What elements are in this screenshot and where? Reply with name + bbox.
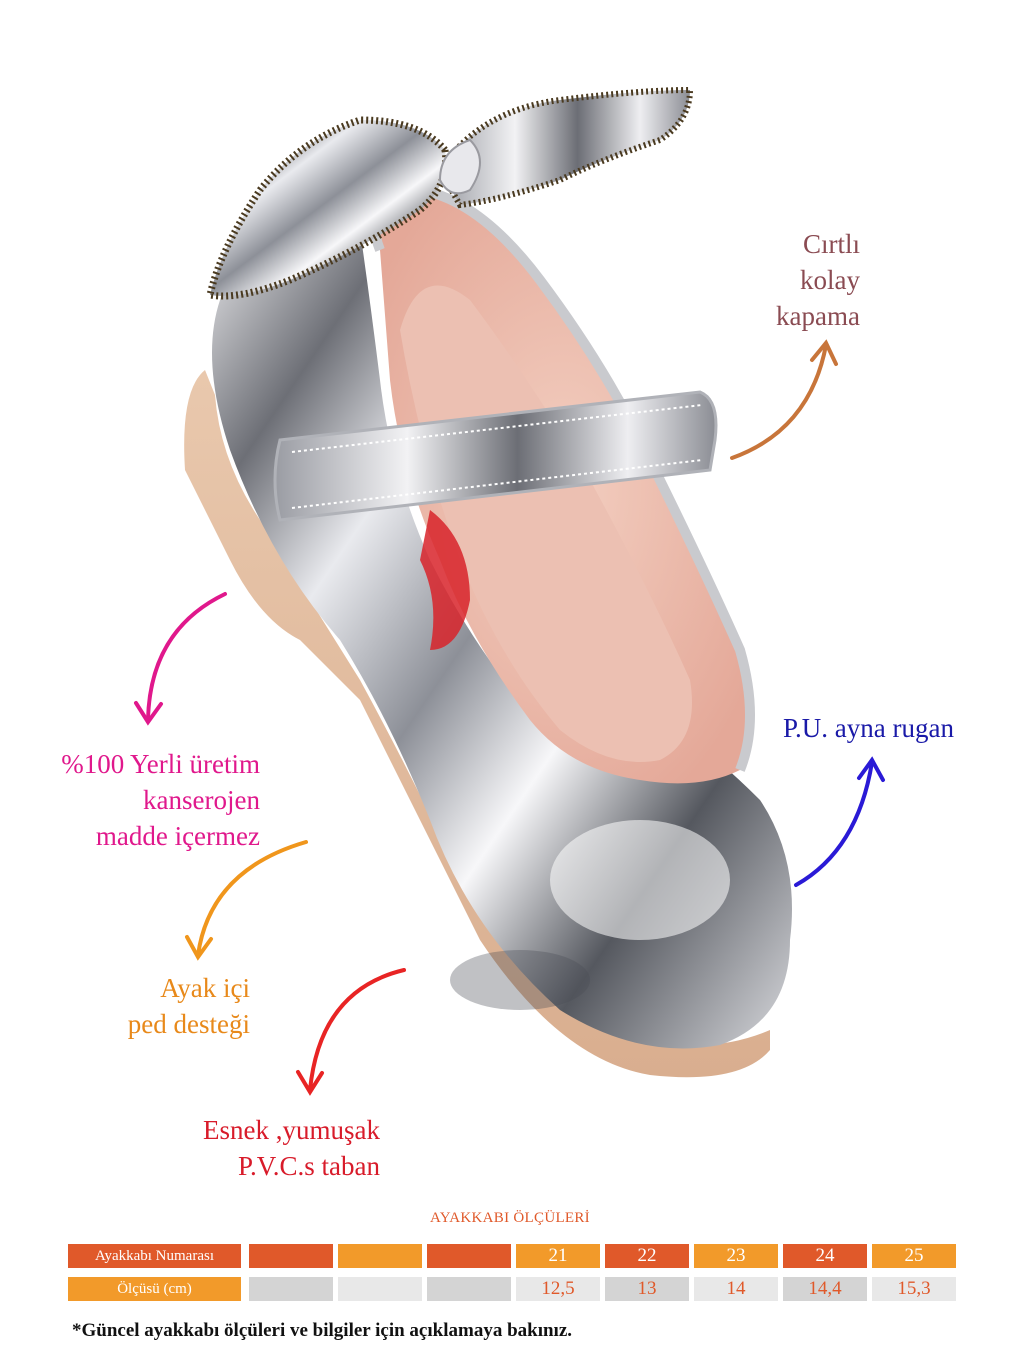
size-number-cell: 22 — [605, 1244, 689, 1268]
size-measure-cell — [249, 1277, 333, 1301]
callout-arrows — [134, 339, 885, 1096]
size-number-cell — [338, 1244, 422, 1268]
callout-line: kanserojen — [143, 785, 260, 815]
size-measure-cell: 14 — [694, 1277, 778, 1301]
size-number-cell — [249, 1244, 333, 1268]
callout-line: Ayak içi — [160, 973, 250, 1003]
insole-support-callout: Ayak içi ped desteği — [60, 970, 250, 1042]
callout-line: madde içermez — [95, 821, 260, 851]
size-measure-cell: 15,3 — [872, 1277, 956, 1301]
velcro-arrow — [730, 339, 838, 460]
size-number-label: Ayakkabı Numarası — [68, 1244, 241, 1268]
callout-line: Esnek ,yumuşak — [203, 1115, 380, 1145]
size-measure-label: Ölçüsü (cm) — [68, 1277, 241, 1301]
callout-line: P.V.C.s taban — [237, 1151, 380, 1181]
callout-line: Cırtlı — [802, 229, 860, 259]
callout-line: P.U. ayna rugan — [783, 713, 954, 743]
size-measure-cell — [338, 1277, 422, 1301]
local-production-arrow — [134, 592, 227, 726]
size-number-cell — [427, 1244, 511, 1268]
size-number-cell: 23 — [694, 1244, 778, 1268]
velcro-closure-callout: Cırtlı kolay kapama — [700, 226, 860, 334]
callout-line: ped desteği — [127, 1009, 250, 1039]
sole-callout: Esnek ,yumuşak P.V.C.s taban — [130, 1112, 380, 1184]
size-measure-cell — [427, 1277, 511, 1301]
local-production-callout: %100 Yerli üretim kanserojen madde içerm… — [20, 746, 260, 854]
material-arrow — [794, 756, 885, 887]
size-number-cell: 24 — [783, 1244, 867, 1268]
insole-arrow — [185, 840, 308, 961]
size-number-cell: 21 — [516, 1244, 600, 1268]
size-table-title: AYAKKABI ÖLÇÜLERİ — [430, 1210, 590, 1226]
shoe-image — [184, 86, 792, 1078]
callout-line: kolay — [800, 265, 860, 295]
size-measure-cell: 14,4 — [783, 1277, 867, 1301]
sole-arrow — [296, 968, 406, 1096]
callout-line: kapama — [776, 301, 860, 331]
size-number-cell: 25 — [872, 1244, 956, 1268]
callout-line: %100 Yerli üretim — [61, 749, 260, 779]
size-measure-cell: 13 — [605, 1277, 689, 1301]
size-measure-cell: 12,5 — [516, 1277, 600, 1301]
material-callout: P.U. ayna rugan — [783, 710, 954, 746]
footnote: *Güncel ayakkabı ölçüleri ve bilgiler iç… — [72, 1320, 573, 1341]
